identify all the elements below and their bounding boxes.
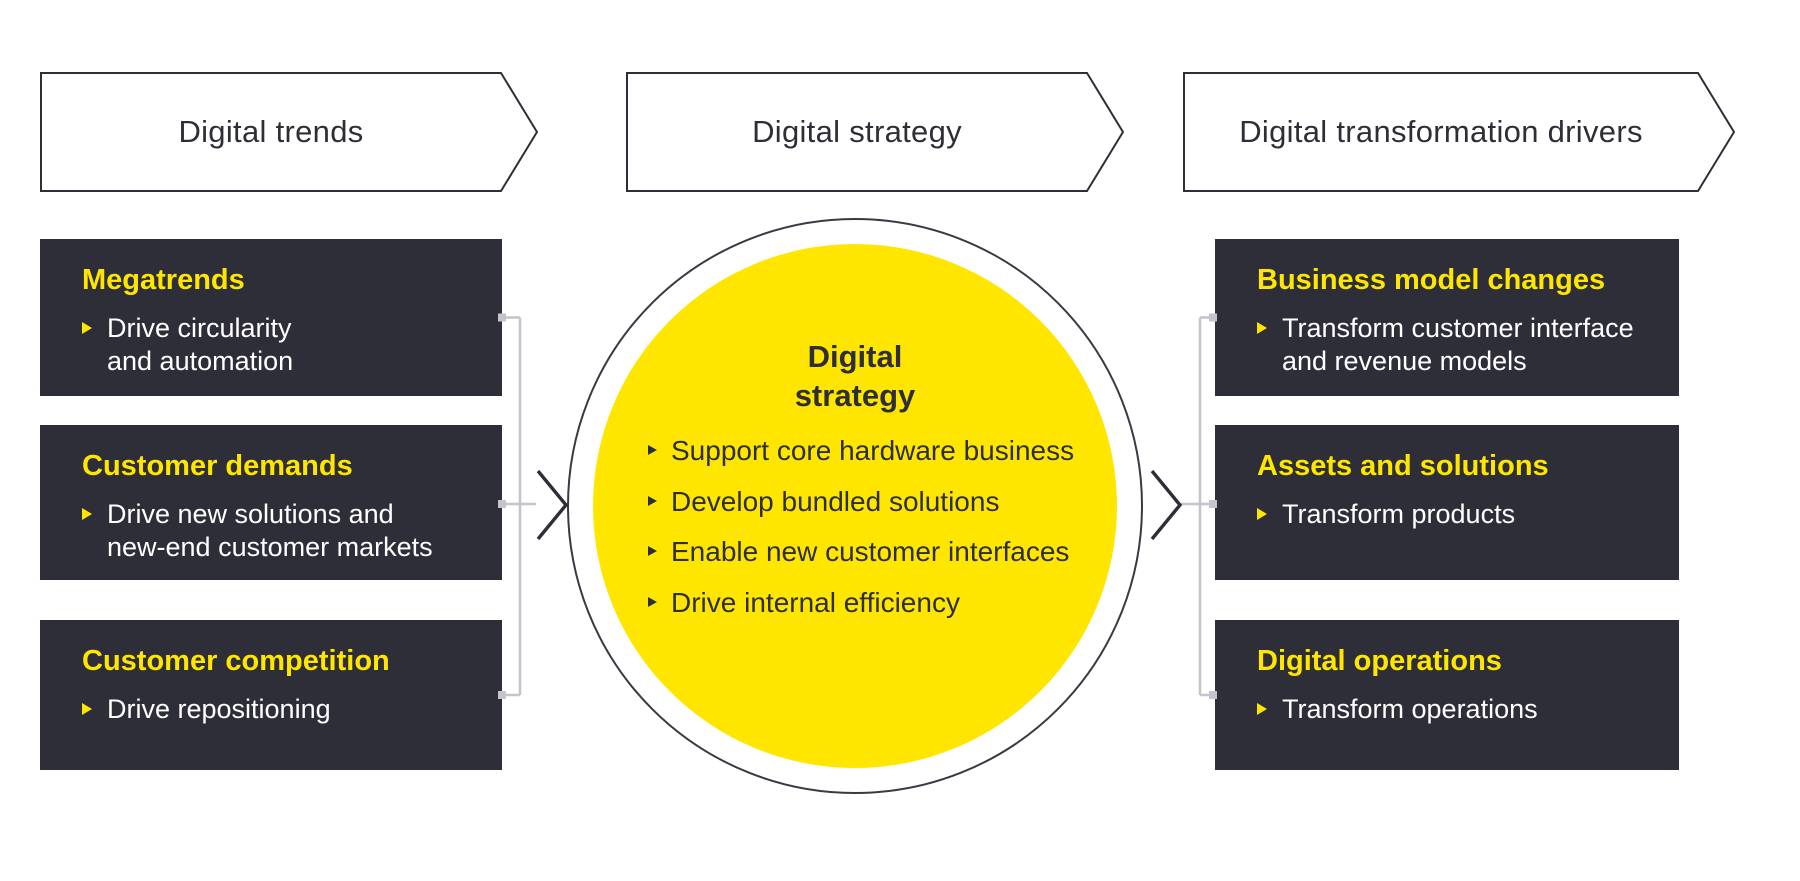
box-title: Business model changes	[1257, 264, 1606, 296]
triangle-bullet-icon	[82, 322, 92, 334]
triangle-bullet-icon	[1257, 703, 1267, 715]
box-title: Customer competition	[82, 645, 390, 677]
bullet-item: Transform customer interface and revenue…	[1257, 312, 1663, 378]
triangle-bullet-icon	[82, 703, 92, 715]
arrow-banner-shape	[626, 72, 1124, 192]
box-title: Digital operations	[1257, 645, 1502, 677]
triangle-bullet-icon	[648, 596, 657, 607]
trend-box-customer-competition: Customer competition Drive repositioning	[40, 620, 502, 770]
bullet-text: Support core hardware business	[671, 435, 1075, 466]
right-connector-bracket	[1181, 316, 1215, 697]
box-title: Megatrends	[82, 264, 245, 296]
driver-box-assets-and-solutions: Assets and solutions Transform products	[1215, 425, 1679, 580]
arrow-banner-shape	[40, 72, 538, 192]
bullet-text: Drive repositioning	[107, 694, 331, 724]
chevron-right-icon	[536, 469, 569, 541]
bullet-item: Enable new customer interfaces	[648, 535, 1074, 569]
chevron-right-icon	[1150, 469, 1183, 541]
circle-bullet-list: Support core hardware business Develop b…	[648, 434, 1074, 619]
driver-box-business-model-changes: Business model changes Transform custome…	[1215, 239, 1679, 396]
bullet-text: Drive circularity and automation	[107, 313, 294, 376]
trend-box-megatrends: Megatrends Drive circularity and automat…	[40, 239, 502, 396]
banner-label: Digital trends	[178, 114, 364, 149]
bullet-text: Drive internal efficiency	[671, 586, 960, 618]
header-banner-digital-trends: Digital trends	[40, 72, 538, 192]
bullet-text: Develop bundled solutions	[671, 485, 1000, 517]
bullet-text: Transform customer interface and revenue…	[1282, 313, 1634, 376]
triangle-bullet-icon	[1257, 508, 1267, 520]
triangle-bullet-icon	[648, 495, 657, 506]
bullet-text: Transform operations	[1282, 694, 1538, 724]
header-banner-digital-strategy: Digital strategy	[626, 72, 1124, 192]
trend-box-customer-demands: Customer demands Drive new solutions and…	[40, 425, 502, 580]
driver-box-digital-operations: Digital operations Transform operations	[1215, 620, 1679, 770]
bullet-item: Drive new solutions and new-end customer…	[82, 498, 486, 564]
bullet-item: Develop bundled solutions	[648, 485, 1074, 519]
bullet-text: Drive new solutions and new-end customer…	[107, 499, 433, 562]
left-connector-bracket	[502, 316, 536, 697]
bullet-item: Drive circularity and automation	[82, 312, 486, 378]
circle-title: Digital strategy	[794, 339, 916, 413]
banner-label: Digital strategy	[752, 114, 962, 149]
bullet-item: Support core hardware business	[648, 434, 1074, 468]
triangle-bullet-icon	[82, 508, 92, 520]
triangle-bullet-icon	[648, 445, 657, 455]
bullet-item: Transform products	[1257, 498, 1663, 531]
bullet-item: Transform operations	[1257, 693, 1663, 726]
triangle-bullet-icon	[648, 546, 657, 557]
triangle-bullet-icon	[1257, 322, 1267, 334]
box-title: Assets and solutions	[1257, 450, 1549, 482]
banner-label: Digital transformation drivers	[1239, 114, 1643, 149]
arrow-banner-shape	[1183, 72, 1735, 192]
strategy-circle	[593, 244, 1117, 768]
bullet-item: Drive repositioning	[82, 693, 486, 726]
bullet-text: Transform products	[1282, 499, 1516, 529]
bullet-item: Drive internal efficiency	[648, 586, 1074, 620]
header-banner-digital-transformation-drivers: Digital transformation drivers	[1183, 72, 1735, 192]
bullet-text: Enable new customer interfaces	[671, 536, 1070, 568]
box-title: Customer demands	[82, 450, 353, 482]
